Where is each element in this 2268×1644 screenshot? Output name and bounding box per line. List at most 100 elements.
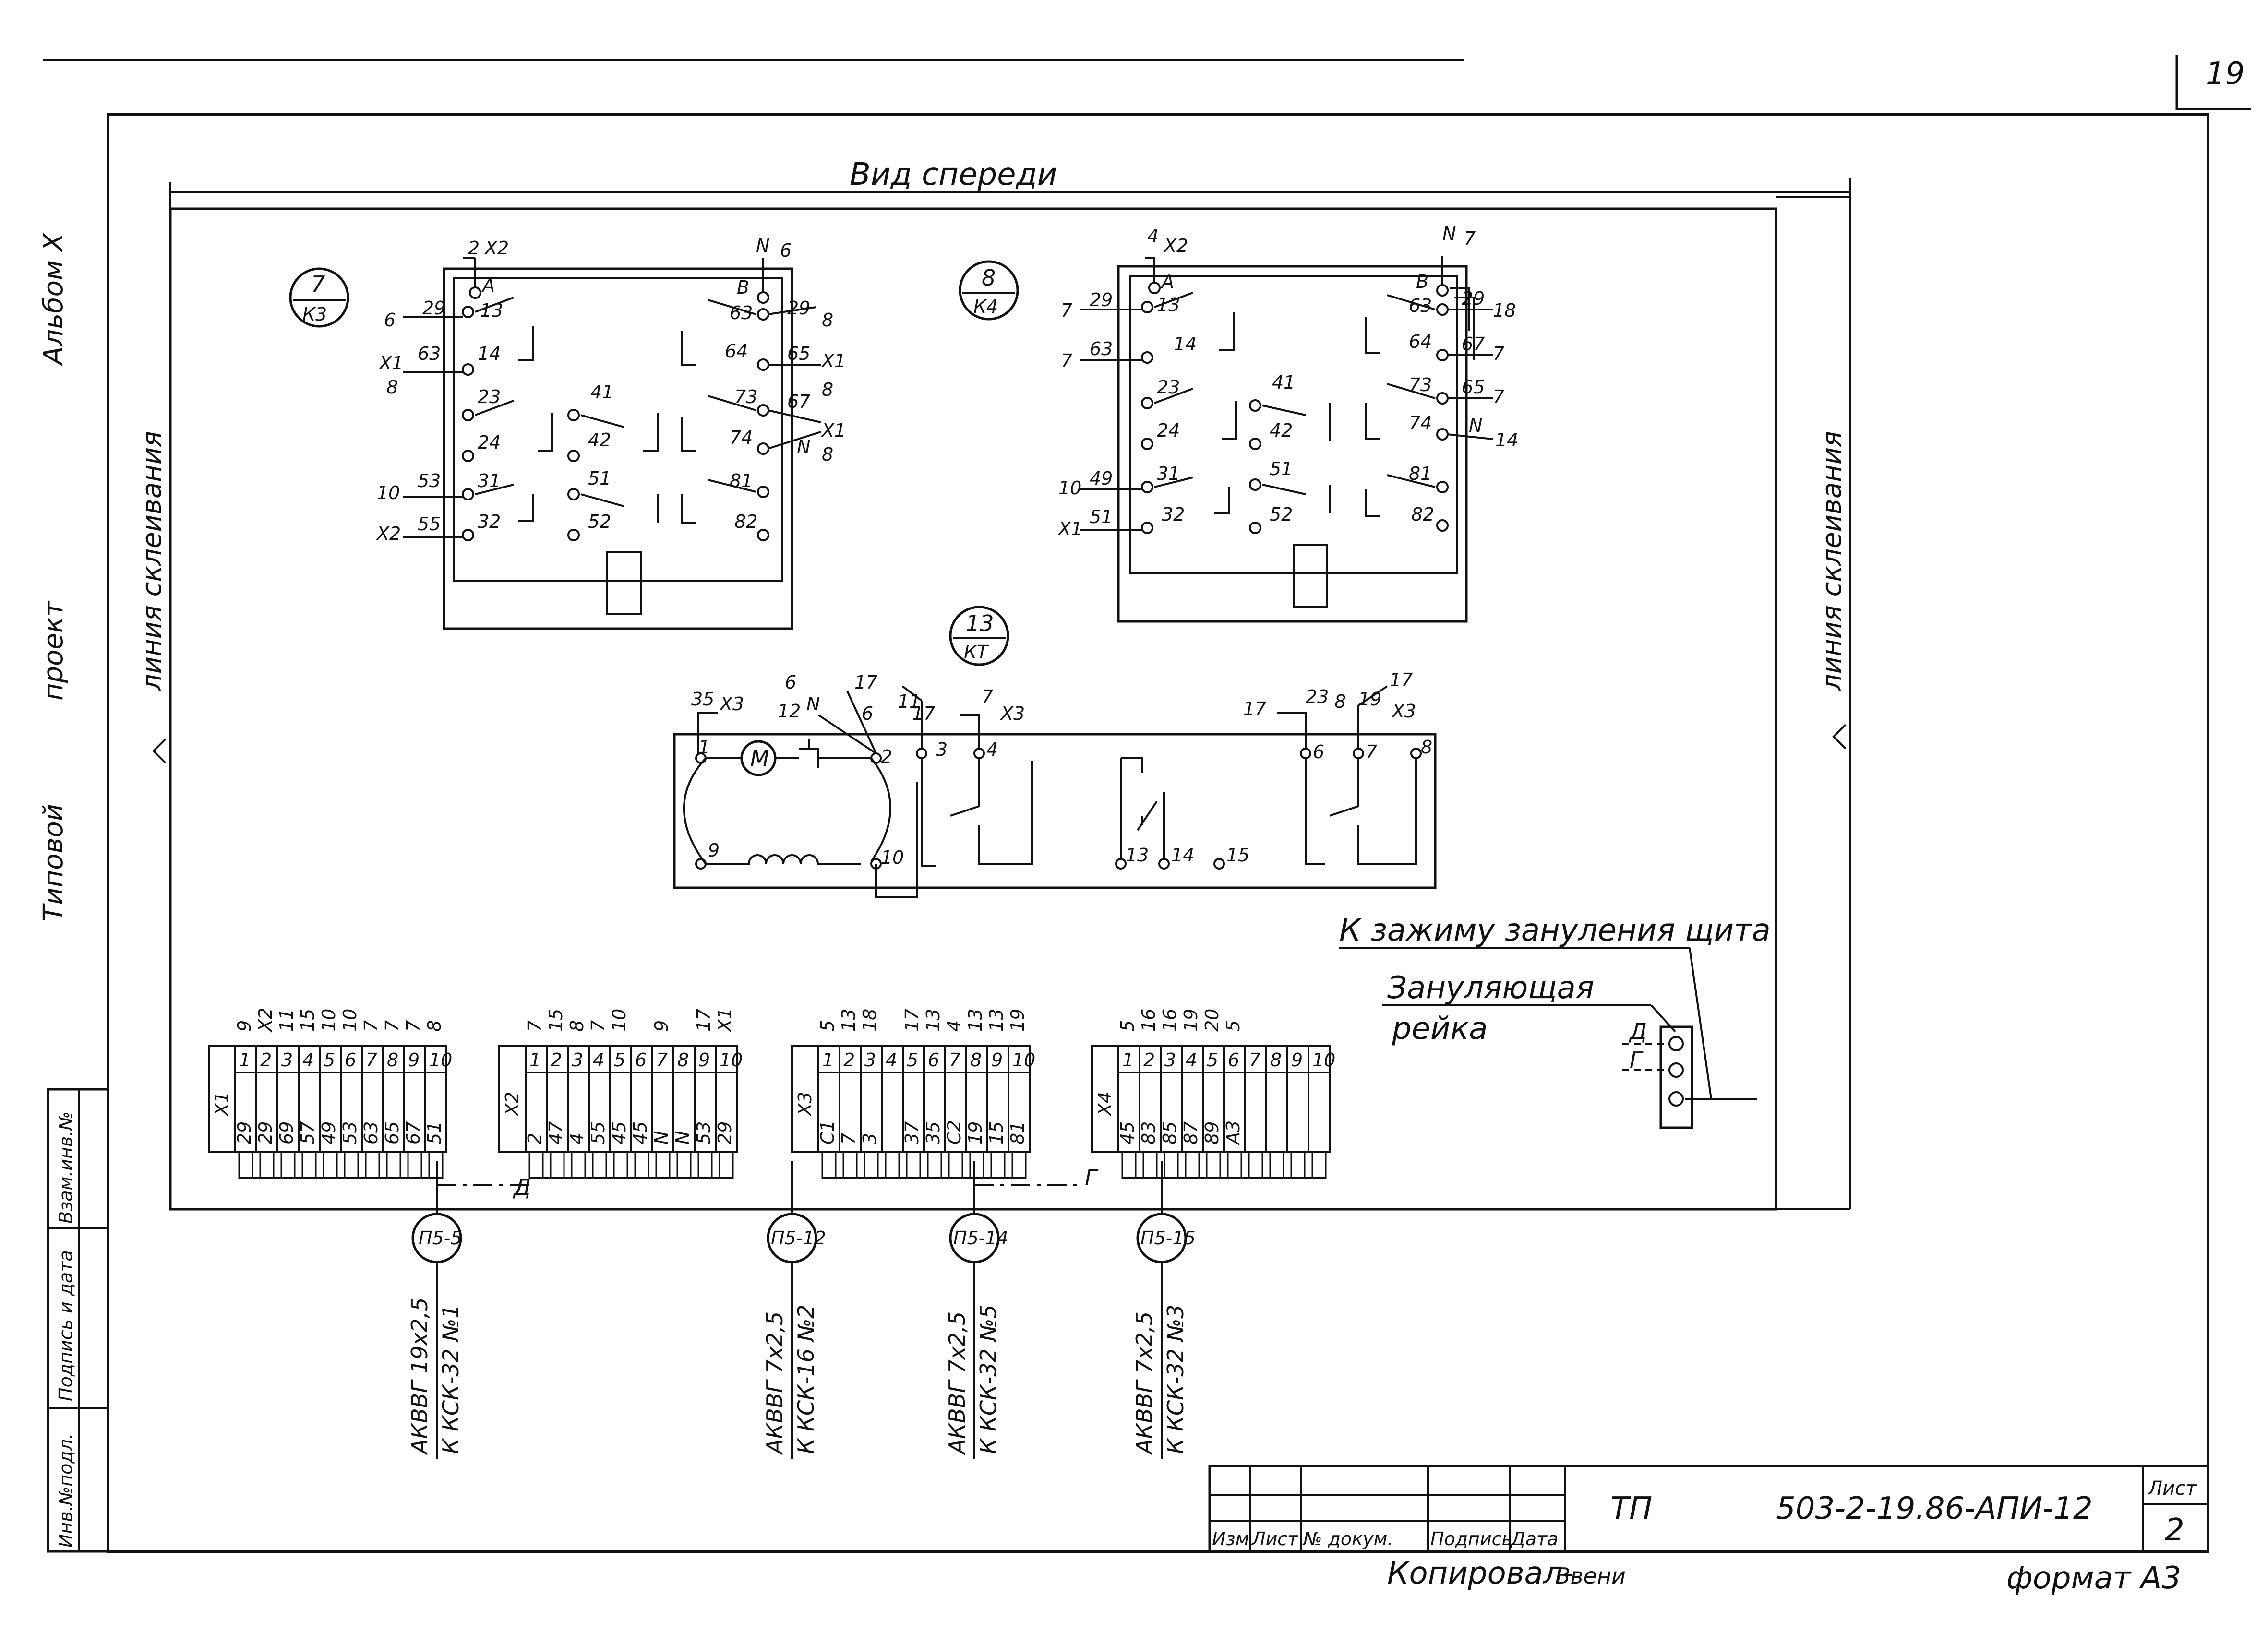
terminal-bottom-wire: 51 bbox=[424, 1121, 445, 1144]
terminal-number: 9 bbox=[1291, 1049, 1303, 1071]
terminal-bottom-wire: 37 bbox=[901, 1121, 923, 1144]
terminal-number: 2 bbox=[260, 1049, 272, 1071]
panel-frame bbox=[169, 207, 1777, 1211]
earthing: К зажиму зануления щита Зануляющая рейка… bbox=[1339, 913, 1771, 1129]
wires-top: 2 X2 N 6 bbox=[463, 235, 792, 292]
wire-l1-b: 29 bbox=[1090, 289, 1113, 310]
terminal-bottom-wire: 49 bbox=[318, 1121, 339, 1144]
wire-t9: 17 bbox=[912, 703, 935, 724]
terminal-block-name: X3 bbox=[794, 1092, 816, 1117]
terminal-bottom-wire: C2 bbox=[944, 1120, 965, 1144]
wire-t11: X3 bbox=[1000, 703, 1025, 724]
cable-dest: К КСК-32 №3 bbox=[1163, 1304, 1188, 1454]
relay-tag: 7 bbox=[311, 271, 325, 297]
wire-t13: 23 bbox=[1306, 686, 1329, 707]
contact-24: 24 bbox=[1157, 420, 1180, 441]
terminal-cell: 9 bbox=[1286, 1045, 1309, 1179]
terminal-block-name: X4 bbox=[1094, 1092, 1116, 1117]
terminal-top-wire: 13 bbox=[986, 1009, 1007, 1032]
cable-type: АКВВГ 7х2,5 bbox=[944, 1311, 970, 1455]
timer-tag: 13 bbox=[966, 610, 994, 636]
terminal-top-wire: 7 bbox=[403, 1020, 424, 1032]
tb-format: формат А3 bbox=[2006, 1561, 2181, 1596]
tb-col-doc: № докум. bbox=[1302, 1528, 1393, 1549]
terminal-top-wire: 10 bbox=[318, 1009, 339, 1032]
terminal-cell: 172 bbox=[524, 1020, 548, 1179]
relay-tag: 8 bbox=[982, 265, 996, 291]
terminal-bottom-wire: 19 bbox=[965, 1121, 986, 1144]
terminal-top-wire: 16 bbox=[1138, 1009, 1159, 1032]
wire-top-3: N bbox=[1442, 223, 1456, 244]
contacts-right: B 63 64 73 74 81 82 bbox=[681, 277, 769, 541]
tb-col-list: Лист bbox=[1251, 1528, 1299, 1549]
timer-kt: 13 КТ M 1 2 3 4 6 7 8 9 bbox=[673, 606, 1437, 898]
terminal-top-wire: 19 bbox=[1007, 1009, 1028, 1032]
terminal-bottom-wire: 3 bbox=[859, 1133, 880, 1144]
relay-sub: К4 bbox=[973, 296, 998, 317]
title-block: Изм Лист № докум. Подпись Дата ТП 503-2-… bbox=[1208, 1465, 2209, 1596]
terminal-number: 6 bbox=[928, 1049, 939, 1071]
contact-32: 32 bbox=[478, 511, 501, 532]
contact-74: 74 bbox=[1409, 413, 1432, 434]
relay-k4: 8 К4 A 13 14 23 24 31 32 bbox=[959, 223, 1518, 623]
terminal-bottom-wire: 29 bbox=[234, 1121, 255, 1144]
terminal-cell: 8N bbox=[672, 1045, 696, 1179]
terminal-blocks: X119292X22931169415575104961053776387659… bbox=[208, 1008, 1335, 1179]
contact-24: 24 bbox=[478, 432, 501, 453]
terminal-bottom-wire: 83 bbox=[1138, 1121, 1159, 1144]
earth-bar-label-2: рейка bbox=[1392, 1011, 1488, 1047]
terminal-number: 1 bbox=[529, 1049, 541, 1071]
terminal-top-wire: 5 bbox=[817, 1020, 838, 1032]
terminal-bottom-wire: 45 bbox=[630, 1121, 651, 1144]
wire-r1: 29 bbox=[1462, 288, 1485, 309]
terminal-number: 7 bbox=[949, 1049, 960, 1071]
wire-l3-a: 8 bbox=[386, 377, 398, 398]
tb-tp: ТП bbox=[1610, 1491, 1652, 1526]
contact-41: 41 bbox=[590, 381, 613, 403]
contacts-left: A 13 14 23 24 31 32 bbox=[1141, 271, 1237, 534]
wires-right: 29 8 65 X1 67 8 X1 N 8 bbox=[768, 298, 846, 465]
contact-31: 31 bbox=[1157, 463, 1180, 484]
terminal-number: 10 bbox=[429, 1049, 452, 1071]
terminal-number: 10 bbox=[1012, 1049, 1035, 1071]
wire-l4-a: 10 bbox=[377, 482, 400, 503]
wire-top-2: X2 bbox=[484, 238, 509, 259]
contact-13: 13 bbox=[480, 300, 503, 321]
bus-letter-d: Д bbox=[513, 1174, 531, 1200]
terminal-block-name: X2 bbox=[502, 1092, 523, 1117]
contact-51: 51 bbox=[1270, 458, 1293, 479]
terminal-top-wire: 4 bbox=[944, 1020, 965, 1032]
wire-r2: 8 bbox=[822, 310, 833, 331]
contact-23: 23 bbox=[1157, 377, 1180, 398]
contact-64: 64 bbox=[1409, 331, 1432, 352]
wire-top-2: X2 bbox=[1163, 235, 1188, 256]
terminal-number: 1 bbox=[239, 1049, 251, 1071]
terminal-bottom-wire: 7 bbox=[838, 1133, 859, 1144]
wire-r4: X1 bbox=[821, 350, 846, 371]
gluing-line-right: линия склеивания bbox=[1816, 431, 1848, 691]
terminal-bottom-wire: 87 bbox=[1180, 1121, 1201, 1144]
contact-73: 73 bbox=[1409, 374, 1432, 395]
terminal-top-wire: 17 bbox=[693, 1009, 714, 1032]
tb-copied-sign: Ввени bbox=[1555, 1563, 1626, 1589]
wires-right: 29 18 67 7 65 7 N 14 bbox=[1447, 288, 1518, 451]
terminal-number: 4 bbox=[593, 1049, 604, 1071]
wire-top-4: 7 bbox=[1464, 228, 1476, 249]
wire-l2-b: 63 bbox=[418, 343, 441, 364]
outer-frame bbox=[107, 113, 2209, 1553]
term-8: 8 bbox=[1421, 737, 1432, 758]
wire-t4: N bbox=[806, 693, 820, 715]
terminal-bottom-wire: 53 bbox=[693, 1121, 714, 1144]
wire-t3: 6 bbox=[785, 672, 796, 693]
terminal-number: 1 bbox=[1122, 1049, 1134, 1071]
